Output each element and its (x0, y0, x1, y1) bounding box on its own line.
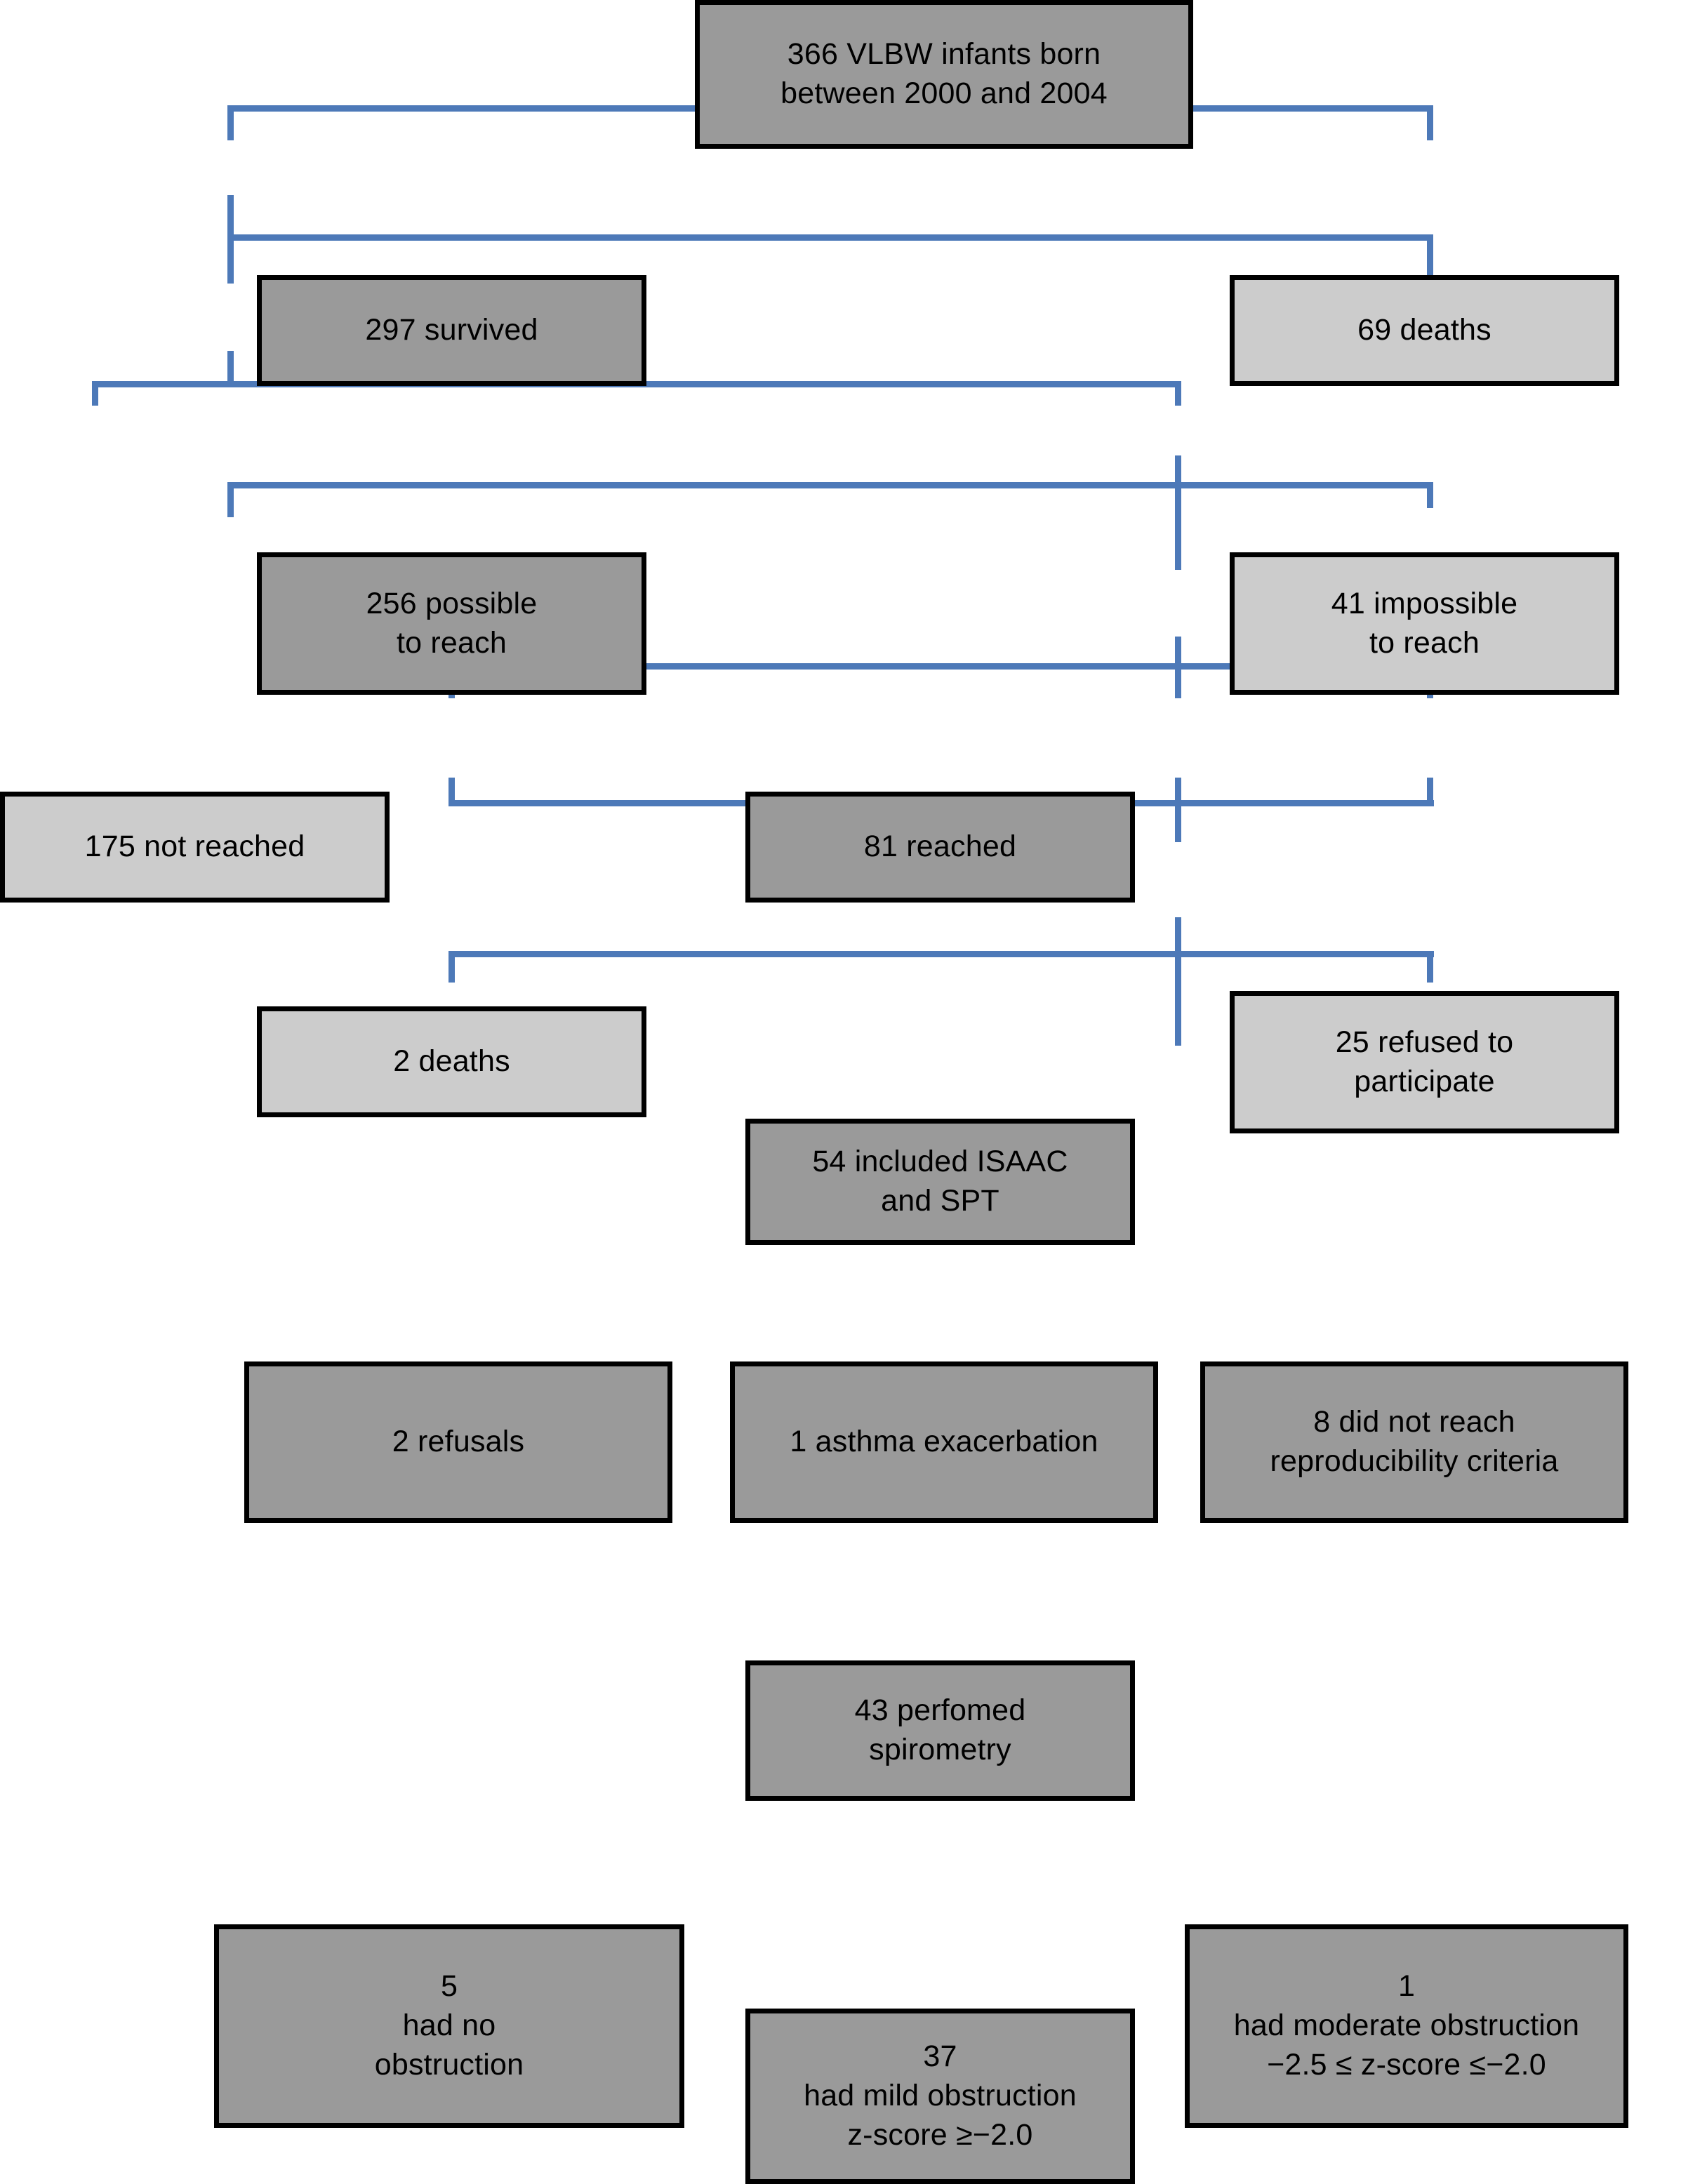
connector-survived-bar (227, 234, 1433, 241)
node-spirometry-label: 43 perfomed spirometry (854, 1693, 1026, 1766)
node-spirometry[interactable]: 43 perfomed spirometry (745, 1660, 1135, 1801)
connector-survived-up (227, 105, 234, 140)
connector-deaths2-up (227, 482, 234, 517)
connector-asthma-down (1175, 778, 1181, 806)
node-not-reached-label: 175 not reached (84, 830, 305, 864)
node-mild-obstruction-label: 37 had mild obstruction z-score ≥−2.0 (804, 2039, 1077, 2152)
node-possible-label: 256 possible to reach (366, 586, 538, 660)
node-not-reached[interactable]: 175 not reached (0, 792, 390, 903)
node-refusals[interactable]: 2 refusals (244, 1361, 672, 1523)
node-refused-label: 25 refused to participate (1335, 1025, 1514, 1098)
node-possible[interactable]: 256 possible to reach (257, 552, 646, 695)
connector-spiro-down (1175, 917, 1181, 956)
connector-deaths-up (1427, 105, 1433, 140)
node-moderate-obstruction-label: 1 had moderate obstruction −2.5 ≤ z-scor… (1233, 1969, 1580, 2082)
connector-impossible-up (1427, 234, 1433, 284)
connector-possible-up (227, 234, 234, 284)
connector-isaac-down (1175, 637, 1181, 668)
connector-refusals-down (449, 778, 455, 806)
node-no-obstruction[interactable]: 5 had no obstruction (214, 1924, 684, 2128)
connector-isaac-up (1175, 482, 1181, 570)
node-deaths-label: 69 deaths (1357, 313, 1491, 347)
node-asthma[interactable]: 1 asthma exacerbation (730, 1361, 1158, 1523)
node-refused[interactable]: 25 refused to participate (1230, 991, 1619, 1133)
connector-notreached-up (92, 381, 98, 406)
connector-survived-down (227, 195, 234, 239)
node-refusals-label: 2 refusals (392, 1425, 525, 1459)
node-mild-obstruction[interactable]: 37 had mild obstruction z-score ≥−2.0 (745, 2009, 1135, 2184)
node-deaths-2[interactable]: 2 deaths (257, 1006, 646, 1117)
connector-reached-bar (227, 482, 1433, 488)
connector-noobs-up (449, 951, 455, 983)
node-isaac-spt[interactable]: 54 included ISAAC and SPT (745, 1119, 1135, 1245)
connector-refused-up (1427, 482, 1433, 508)
connector-reached-down (1175, 455, 1181, 487)
node-reached[interactable]: 81 reached (745, 792, 1135, 903)
node-reproducibility[interactable]: 8 did not reach reproducibility criteria (1200, 1361, 1628, 1523)
node-deaths[interactable]: 69 deaths (1230, 275, 1619, 386)
node-survived-label: 297 survived (365, 313, 538, 347)
connector-reached-up (1175, 381, 1181, 406)
connector-isaac-bar (449, 663, 1434, 670)
connector-spiro-bar (449, 951, 1434, 957)
connector-possible-down (227, 351, 234, 386)
node-deaths-2-label: 2 deaths (393, 1044, 510, 1079)
connector-spiro-up (1175, 800, 1181, 842)
node-survived[interactable]: 297 survived (257, 275, 646, 386)
node-no-obstruction-label: 5 had no obstruction (374, 1969, 524, 2082)
node-moderate-obstruction[interactable]: 1 had moderate obstruction −2.5 ≤ z-scor… (1185, 1924, 1628, 2128)
node-asthma-label: 1 asthma exacerbation (790, 1425, 1098, 1459)
node-impossible[interactable]: 41 impossible to reach (1230, 552, 1619, 695)
connector-asthma-up (1175, 663, 1181, 698)
connector-mild-up (1175, 951, 1181, 1046)
node-reproducibility-label: 8 did not reach reproducibility criteria (1270, 1405, 1559, 1478)
node-isaac-spt-label: 54 included ISAAC and SPT (812, 1145, 1068, 1218)
node-enrolled-label: 366 VLBW infants born between 2000 and 2… (780, 37, 1108, 110)
node-impossible-label: 41 impossible to reach (1331, 586, 1518, 660)
node-reached-label: 81 reached (863, 830, 1017, 864)
node-enrolled[interactable]: 366 VLBW infants born between 2000 and 2… (695, 0, 1193, 149)
connector-repro-down (1427, 778, 1433, 806)
connector-moderate-up (1427, 951, 1433, 983)
